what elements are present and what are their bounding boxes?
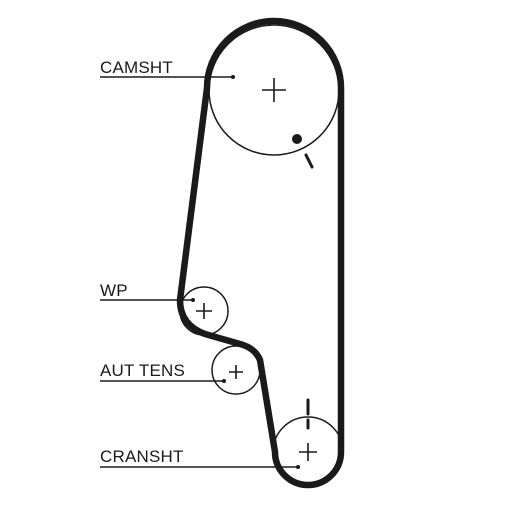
camshaft-timing-mark-dot (292, 134, 302, 144)
crankshaft-pulley (272, 398, 344, 488)
crankshaft-leader-dot (296, 465, 300, 469)
water-pump-leader-dot (191, 298, 195, 302)
camshaft-pulley (208, 24, 340, 169)
camshaft-label: CAMSHT (100, 58, 173, 77)
camshaft-center-cross-icon (262, 78, 286, 102)
leader-lines (100, 75, 300, 469)
water-pump-center-cross-icon (196, 303, 212, 319)
crankshaft-label: CRANSHT (100, 447, 184, 466)
water-pump-label: WP (100, 281, 128, 300)
timing-belt (176, 17, 345, 489)
camshaft-leader-dot (231, 75, 235, 79)
crankshaft-center-cross-icon (299, 443, 317, 461)
auto-tensioner-center-cross-icon (229, 365, 243, 379)
auto-tensioner-label: AUT TENS (100, 361, 185, 380)
water-pump-pulley (179, 286, 229, 336)
camshaft-timing-mark-line (304, 153, 314, 169)
auto-tensioner-leader-dot (222, 379, 226, 383)
